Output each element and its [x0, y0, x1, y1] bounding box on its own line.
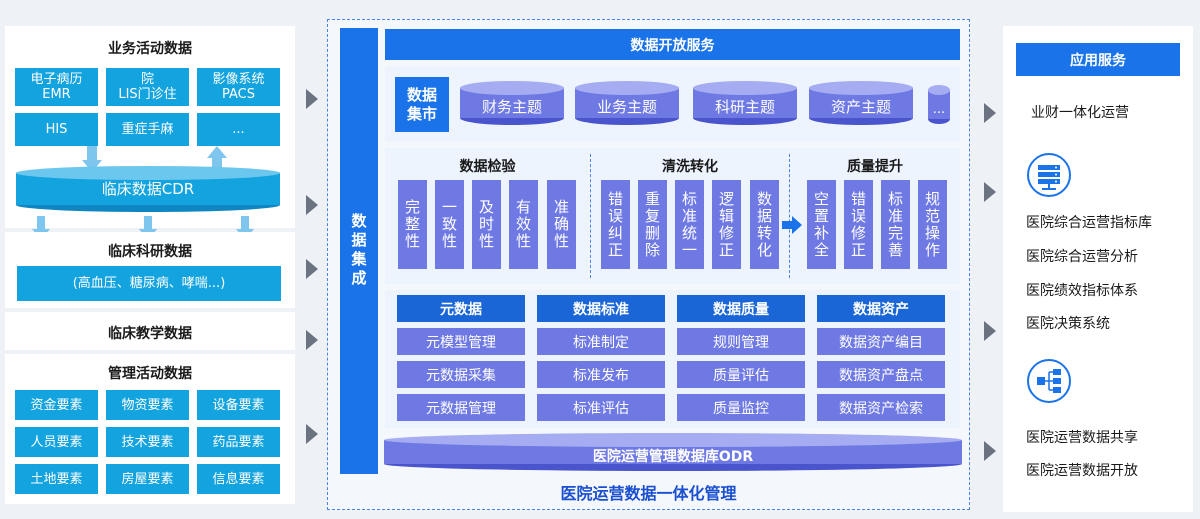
column-header-standard: 数据标准: [537, 295, 665, 322]
cdr-label: 临床数据CDR: [101, 180, 195, 198]
business-activity-title: 业务活动数据: [108, 41, 192, 57]
theme-label: 资产主题: [830, 98, 891, 116]
flow-arrow-icon: [984, 182, 996, 202]
data-integration-bar: 数据集成: [340, 28, 378, 474]
server-icon: [1027, 153, 1071, 197]
app-service-item: 医院运营数据开放: [1026, 463, 1138, 479]
management-cell: 药品要素: [197, 427, 280, 457]
open-service-header: 数据开放服务: [385, 29, 960, 60]
check-item: 完整性: [398, 180, 427, 269]
quality-up-item: 空置补全: [807, 180, 836, 269]
theme-cylinder: [460, 81, 564, 125]
business-cell-icu: 重症手麻: [106, 113, 189, 146]
check-item: 有效性: [509, 180, 538, 269]
up-arrow-icon: [207, 146, 227, 172]
divider: [789, 154, 790, 278]
theme-label: 财务主题: [481, 98, 542, 116]
app-service-item: 医院运营数据共享: [1026, 430, 1138, 446]
research-content: (高血压、糖尿病、哮喘...): [17, 266, 281, 301]
flow-arrow-icon: [306, 259, 318, 279]
app-service-item: 医院绩效指标体系: [1026, 283, 1138, 299]
column-item: 质量评估: [677, 361, 805, 388]
teaching-title: 临床教学数据: [108, 326, 192, 342]
column-item: 标准评估: [537, 394, 665, 421]
clean-item: 标准统一: [675, 180, 704, 269]
check-item: 及时性: [472, 180, 501, 269]
app-service-panel: [1003, 26, 1193, 512]
column-item: 元数据采集: [397, 361, 525, 388]
check-title: 数据检验: [459, 159, 516, 175]
theme-label: 业务主题: [596, 98, 657, 116]
center-footer-title: 医院运营数据一体化管理: [560, 484, 737, 503]
theme-cylinder: [693, 81, 797, 125]
flow-arrow-icon: [306, 424, 318, 444]
flow-arrow-icon: [984, 441, 996, 461]
column-header-quality: 数据质量: [677, 295, 805, 322]
app-service-item: 医院决策系统: [1026, 316, 1110, 332]
clean-title: 清洗转化: [662, 159, 718, 175]
research-title: 临床科研数据: [108, 244, 192, 260]
clean-item: 重复删除: [638, 180, 667, 269]
clean-item: 逻辑修正: [712, 180, 741, 269]
data-mart-label: 数据集市: [395, 77, 449, 132]
app-service-item: 业财一体化运营: [1031, 105, 1129, 121]
column-item: 元模型管理: [397, 328, 525, 355]
odr-cylinder: [384, 433, 962, 471]
quality-up-item: 错误修正: [844, 180, 873, 269]
management-cell: 资金要素: [15, 390, 98, 420]
management-title: 管理活动数据: [108, 366, 192, 382]
column-item: 规则管理: [677, 328, 805, 355]
flow-arrow-icon: [306, 195, 318, 215]
theme-more: ...: [932, 102, 946, 117]
management-cell: 土地要素: [15, 464, 98, 494]
right-arrow-icon: [782, 216, 802, 234]
quality-up-title: 质量提升: [847, 159, 903, 175]
quality-up-item: 规范操作: [918, 180, 947, 269]
odr-label: 医院运营管理数据库ODR: [592, 449, 754, 465]
flow-arrow-icon: [984, 103, 996, 123]
flow-arrow-icon: [306, 330, 318, 350]
business-cell-lis: 院 LIS门诊住: [106, 68, 189, 106]
theme-cylinder-small: [928, 85, 950, 124]
business-cell-emr: 电子病历 EMR: [15, 68, 98, 106]
column-item: 标准发布: [537, 361, 665, 388]
check-item: 准确性: [547, 180, 576, 269]
check-item: 一致性: [435, 180, 464, 269]
network-icon: [1027, 359, 1071, 403]
column-item: 数据资产检索: [817, 394, 945, 421]
theme-cylinder: [809, 81, 913, 125]
clean-item: 数据转化: [750, 180, 779, 269]
column-item: 数据资产盘点: [817, 361, 945, 388]
teaching-panel: [5, 312, 295, 350]
cdr-cylinder: [16, 166, 280, 212]
column-item: 元数据管理: [397, 394, 525, 421]
column-item: 标准制定: [537, 328, 665, 355]
column-header-metadata: 元数据: [397, 295, 525, 322]
management-cell: 信息要素: [197, 464, 280, 494]
business-cell-his: HIS: [15, 113, 98, 146]
down-arrow-icon: [82, 146, 102, 172]
divider: [590, 154, 591, 278]
management-cell: 人员要素: [15, 427, 98, 457]
clean-item: 错误纠正: [601, 180, 630, 269]
column-header-asset: 数据资产: [817, 295, 945, 322]
data-mart-text: 数据集市: [406, 85, 437, 123]
quality-up-item: 标准完善: [881, 180, 910, 269]
business-cell-pacs: 影像系统 PACS: [197, 68, 280, 106]
management-cell: 设备要素: [197, 390, 280, 420]
business-cell-more: ...: [197, 113, 280, 146]
app-service-item: 医院综合运营指标库: [1026, 215, 1152, 231]
data-integration-label: 数据集成: [349, 213, 368, 289]
theme-cylinder: [575, 81, 679, 125]
flow-arrow-icon: [984, 321, 996, 341]
column-item: 质量监控: [677, 394, 805, 421]
theme-label: 科研主题: [714, 98, 775, 116]
management-cell: 技术要素: [106, 427, 189, 457]
management-cell: 物资要素: [106, 390, 189, 420]
flow-arrow-icon: [306, 89, 318, 109]
column-item: 数据资产编目: [817, 328, 945, 355]
app-service-header: 应用服务: [1016, 43, 1180, 76]
app-service-item: 医院综合运营分析: [1026, 249, 1138, 265]
management-cell: 房屋要素: [106, 464, 189, 494]
